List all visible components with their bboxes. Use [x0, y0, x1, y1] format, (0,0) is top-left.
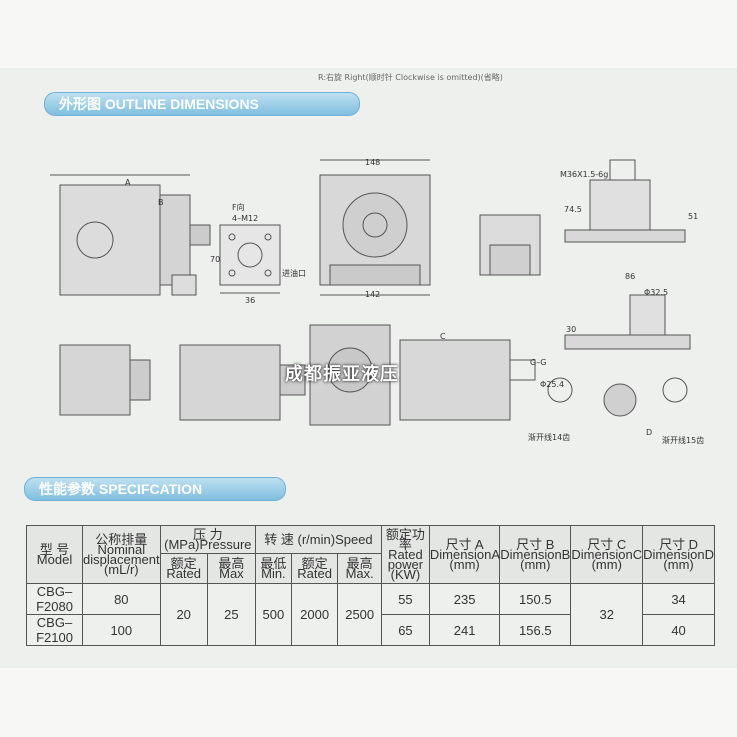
sub-speed-min: 最低 Min.: [255, 553, 292, 584]
header-power: 额定功率 Rated power (KW): [380, 525, 430, 584]
label-32-5: Φ32.5: [644, 288, 669, 297]
label-74-5: 74.5: [564, 205, 582, 214]
header-model: 型 号 Model: [25, 525, 84, 584]
lower-left-pump: [59, 344, 151, 416]
header-dim-a: 尺寸 A DimensionA (mm): [428, 525, 501, 584]
cell-pressure-rated: 20: [159, 583, 208, 646]
specification-heading: 性能参数 SPECIFCATION: [24, 477, 286, 501]
label-d: D: [646, 428, 653, 437]
cell-dim-d: 34: [642, 583, 715, 615]
watermark: 成都振亚液压: [285, 364, 399, 385]
outline-drawing: [50, 159, 691, 426]
label-30: 30: [566, 325, 577, 334]
cell-dim-b: 156.5: [499, 614, 572, 646]
header-displacement: 公称排量 Nominal displacement (mL/r): [82, 525, 161, 584]
header-dim-d: 尺寸 D DimensionD (mm): [642, 525, 715, 584]
side-view-pump: [50, 174, 211, 296]
rotation-note: R:右旋 Right(顺时针 Clockwise is omitted)(省略): [318, 73, 503, 82]
label-c: C: [440, 332, 446, 341]
label-148: 148: [365, 158, 381, 167]
cell-speed-rated: 2000: [290, 583, 339, 646]
table-row: CBG–F2100 100 65 241 156.5 40: [25, 614, 715, 646]
cell-dim-a: 235: [428, 583, 501, 615]
sub-speed-max: 最高 Max.: [337, 553, 382, 584]
cell-model: CBG–F2100: [25, 614, 84, 646]
threaded-fitting-top: [564, 159, 686, 243]
header-dim-c: 尺寸 C DimensionC (mm): [570, 525, 644, 584]
threaded-fitting-bottom: [564, 294, 691, 350]
cell-dim-c: 32: [570, 583, 644, 646]
label-4m12: 4–M12: [232, 214, 259, 223]
label-86: 86: [625, 272, 636, 281]
cell-dim-d: 40: [642, 614, 715, 646]
cell-speed-min: 500: [255, 583, 292, 646]
header-pressure: 压 力 (MPa)Pressure: [159, 525, 257, 554]
table-row: CBG–F2080 80 20 25 500 2000 2500 55 235 …: [25, 583, 715, 646]
cell-power: 65: [380, 614, 430, 646]
label-51: 51: [688, 212, 699, 221]
cell-displacement: 80: [82, 583, 161, 615]
label-key14: 渐开线14齿: [528, 433, 571, 442]
sub-speed-rated: 额定 Rated: [290, 553, 339, 584]
outline-dimensions-heading: 外形图 OUTLINE DIMENSIONS: [44, 92, 360, 116]
shaft-sections: [547, 377, 688, 417]
label-m36: M36X1.5-6g: [560, 170, 609, 179]
label-key15: 渐开线15齿: [662, 436, 705, 445]
sub-pressure-rated: 额定 Rated: [159, 553, 208, 584]
cell-dim-b: 150.5: [499, 583, 572, 615]
cell-displacement: 100: [82, 614, 161, 646]
label-70: 70: [210, 255, 221, 264]
f-view-flange: [219, 224, 281, 294]
label-25-4: Φ25.4: [540, 380, 565, 389]
spec-table: 型 号 Model 公称排量 Nominal displacement (mL/…: [25, 525, 715, 646]
label-f-view: F向: [232, 203, 245, 212]
header-dim-b: 尺寸 B DimensionB (mm): [499, 525, 572, 584]
label-b: B: [158, 198, 164, 207]
label-a: A: [125, 178, 131, 187]
inlet-flange-view: [479, 214, 541, 276]
front-view-pump: [319, 159, 431, 296]
cell-model: CBG–F2080: [25, 583, 84, 615]
lower-front-pump: [309, 324, 391, 426]
label-outlet: 进油口: [282, 269, 306, 278]
label-gg: G–G: [530, 358, 547, 367]
cell-speed-max: 2500: [337, 583, 382, 646]
lower-mid-pump: [179, 344, 306, 421]
cell-power: 55: [380, 583, 430, 615]
cell-dim-a: 241: [428, 614, 501, 646]
header-speed: 转 速 (r/min)Speed: [255, 525, 382, 554]
label-142: 142: [365, 290, 381, 299]
cell-pressure-max: 25: [206, 583, 257, 646]
lower-side-pump: [399, 339, 536, 421]
label-36: 36: [245, 296, 256, 305]
sub-pressure-max: 最高 Max: [206, 553, 257, 584]
